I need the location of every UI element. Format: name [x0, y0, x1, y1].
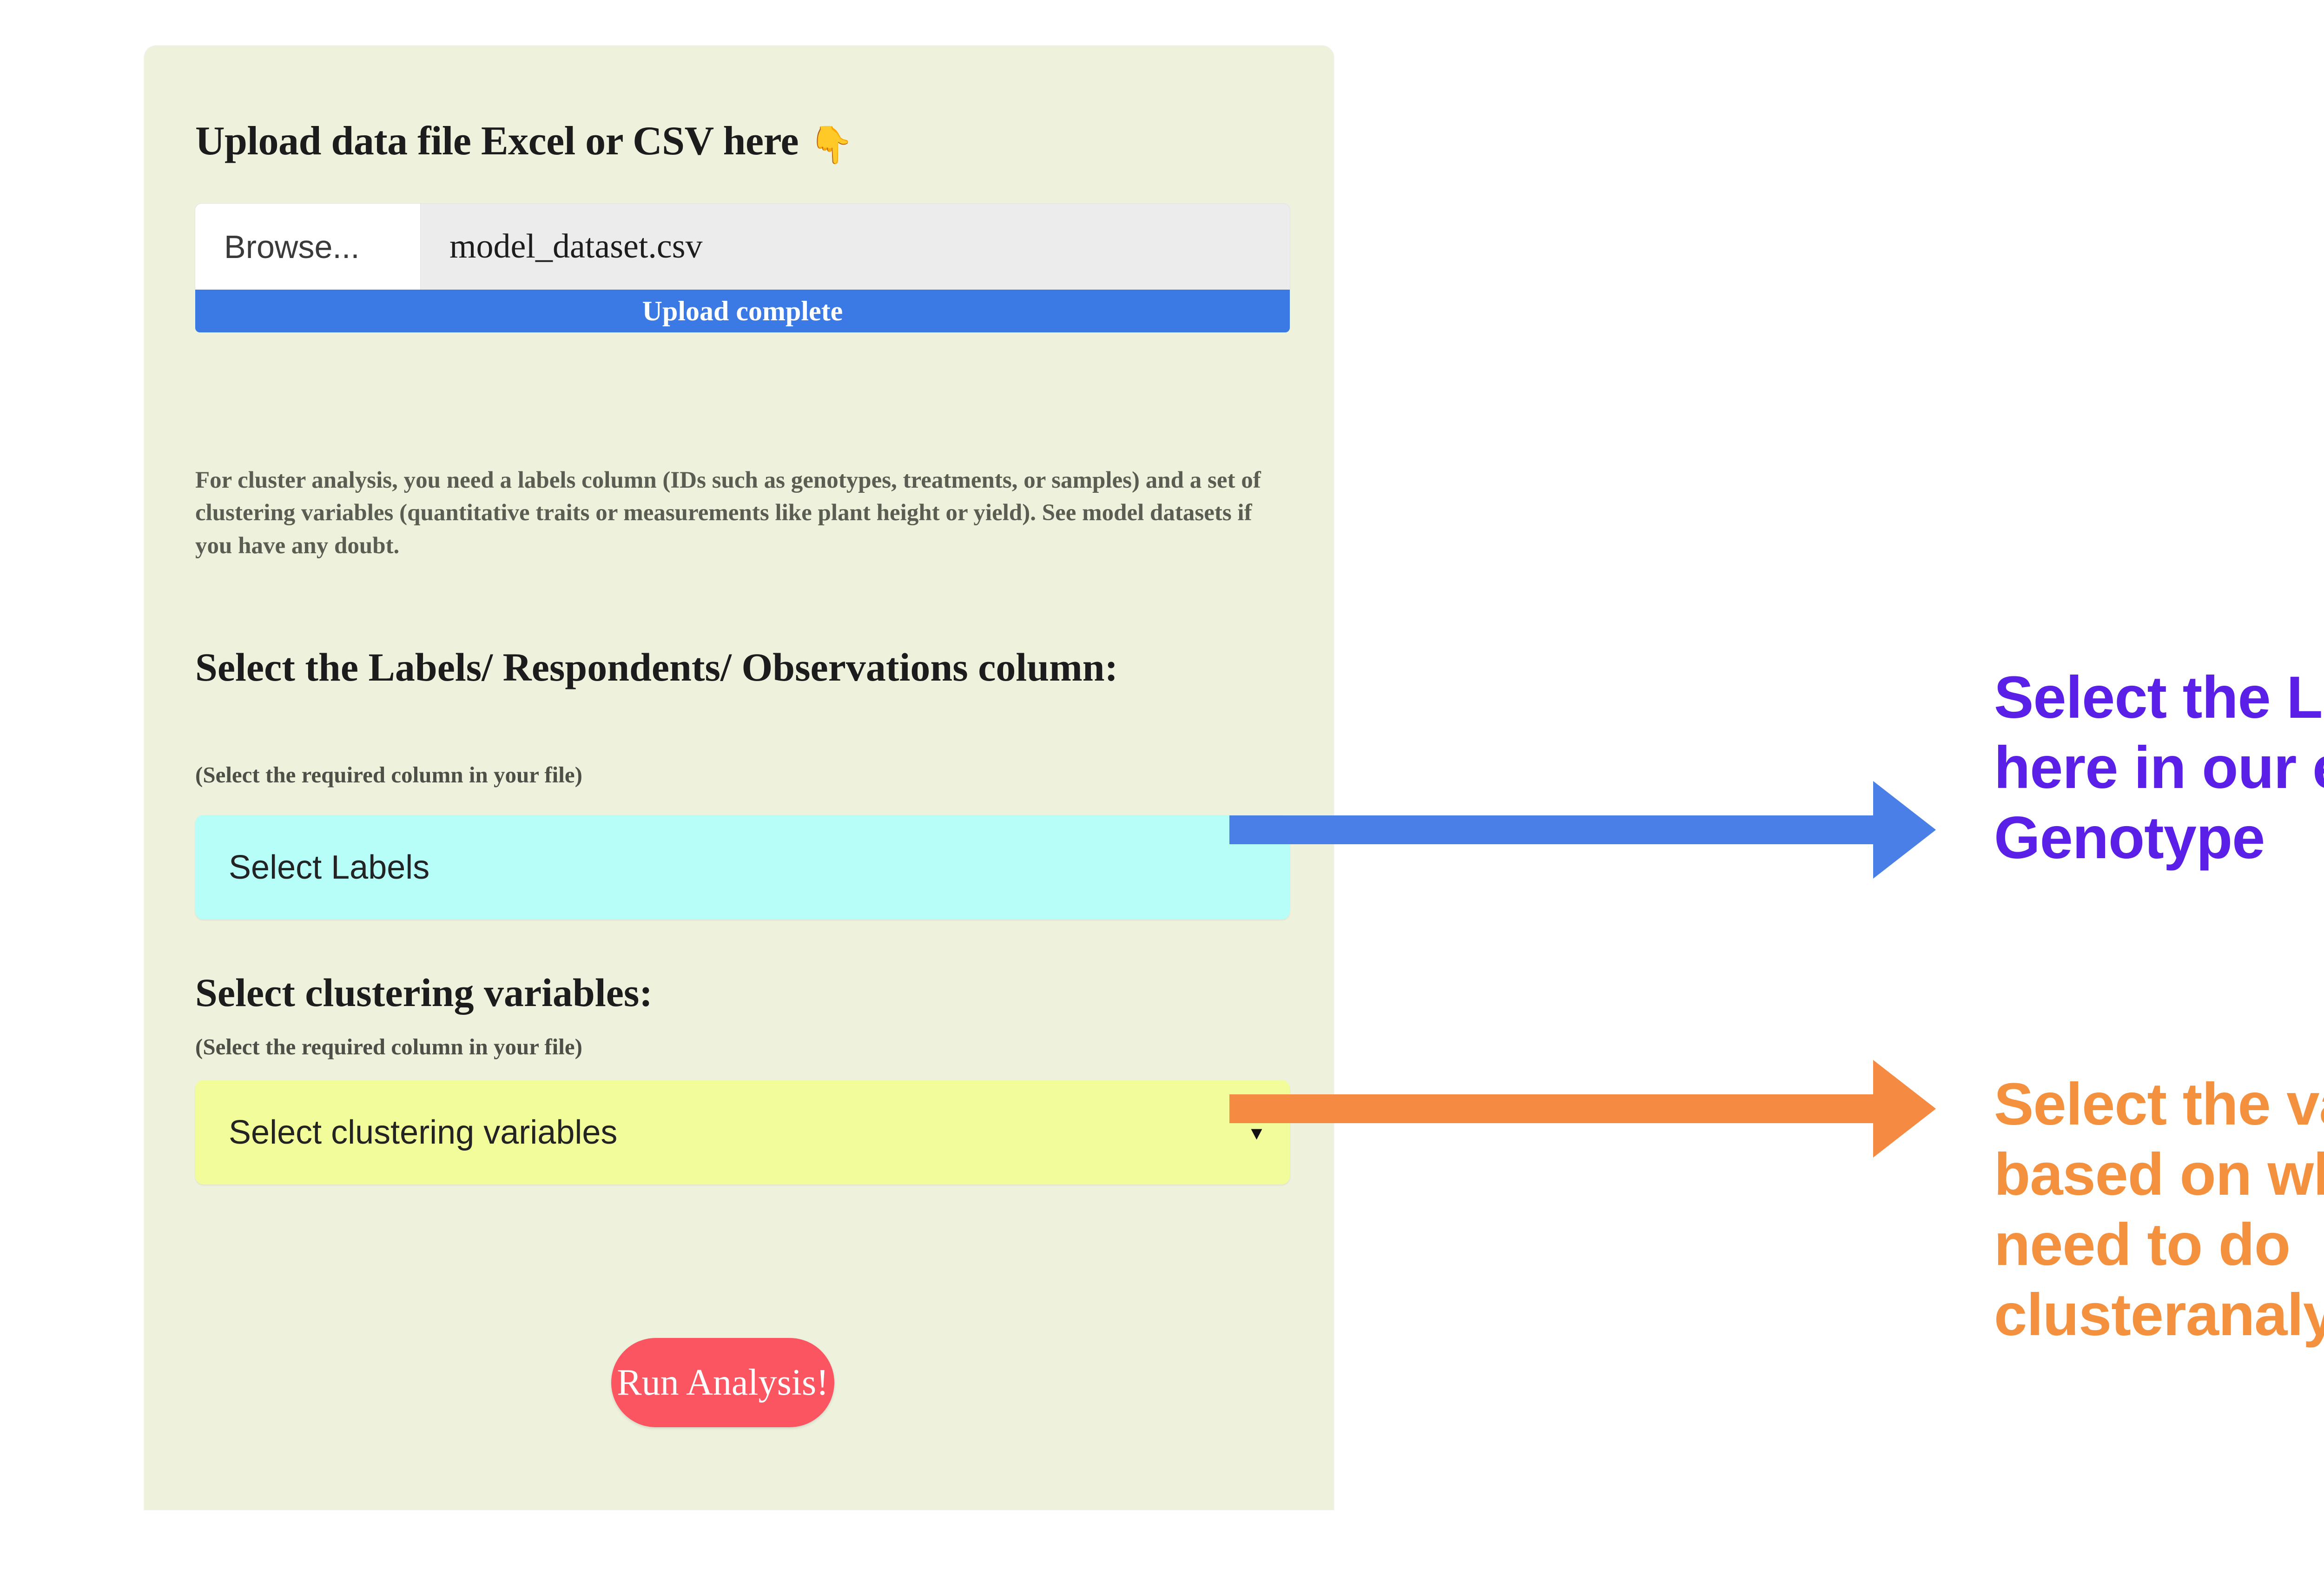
- pointing-down-hand-icon: 👇: [809, 125, 854, 165]
- browse-button[interactable]: Browse...: [195, 204, 421, 290]
- helper-paragraph: For cluster analysis, you need a labels …: [195, 467, 1261, 559]
- variables-annotation-text: Select the variables based on which you …: [1994, 1071, 2324, 1349]
- upload-heading-text: Upload data file Excel or CSV here: [195, 119, 799, 164]
- uploaded-file-name: model_dataset.csv: [449, 227, 703, 265]
- labels-select-value: Select Labels: [229, 848, 430, 886]
- labels-pointer-arrow: [1229, 781, 1936, 879]
- labels-field-subnote: (Select the required column in your file…: [195, 762, 582, 788]
- labels-select[interactable]: Select Labels: [195, 815, 1290, 920]
- variables-select-value: Select clustering variables: [229, 1113, 618, 1151]
- upload-heading: Upload data file Excel or CSV here👇: [195, 118, 854, 166]
- variables-pointer-arrow: [1229, 1060, 1936, 1158]
- cluster-analysis-card: Upload data file Excel or CSV here👇 Brow…: [144, 46, 1334, 1510]
- variables-field-heading: Select clustering variables:: [195, 970, 653, 1015]
- run-analysis-button[interactable]: Run Analysis!: [611, 1338, 834, 1427]
- file-upload-row[interactable]: Browse... model_dataset.csv: [195, 204, 1290, 290]
- chevron-down-icon[interactable]: ▾: [1251, 1120, 1262, 1145]
- labels-annotation-text: Select the Label name here in our exampl…: [1994, 664, 2324, 872]
- labels-field-heading: Select the Labels/ Respondents/ Observat…: [195, 645, 1118, 689]
- upload-status-bar: Upload complete: [195, 290, 1290, 332]
- card-content: Upload data file Excel or CSV here👇 Brow…: [195, 46, 1290, 1510]
- clustering-variables-select[interactable]: Select clustering variables ▾: [195, 1080, 1290, 1185]
- variables-field-subnote: (Select the required column in your file…: [195, 1034, 582, 1059]
